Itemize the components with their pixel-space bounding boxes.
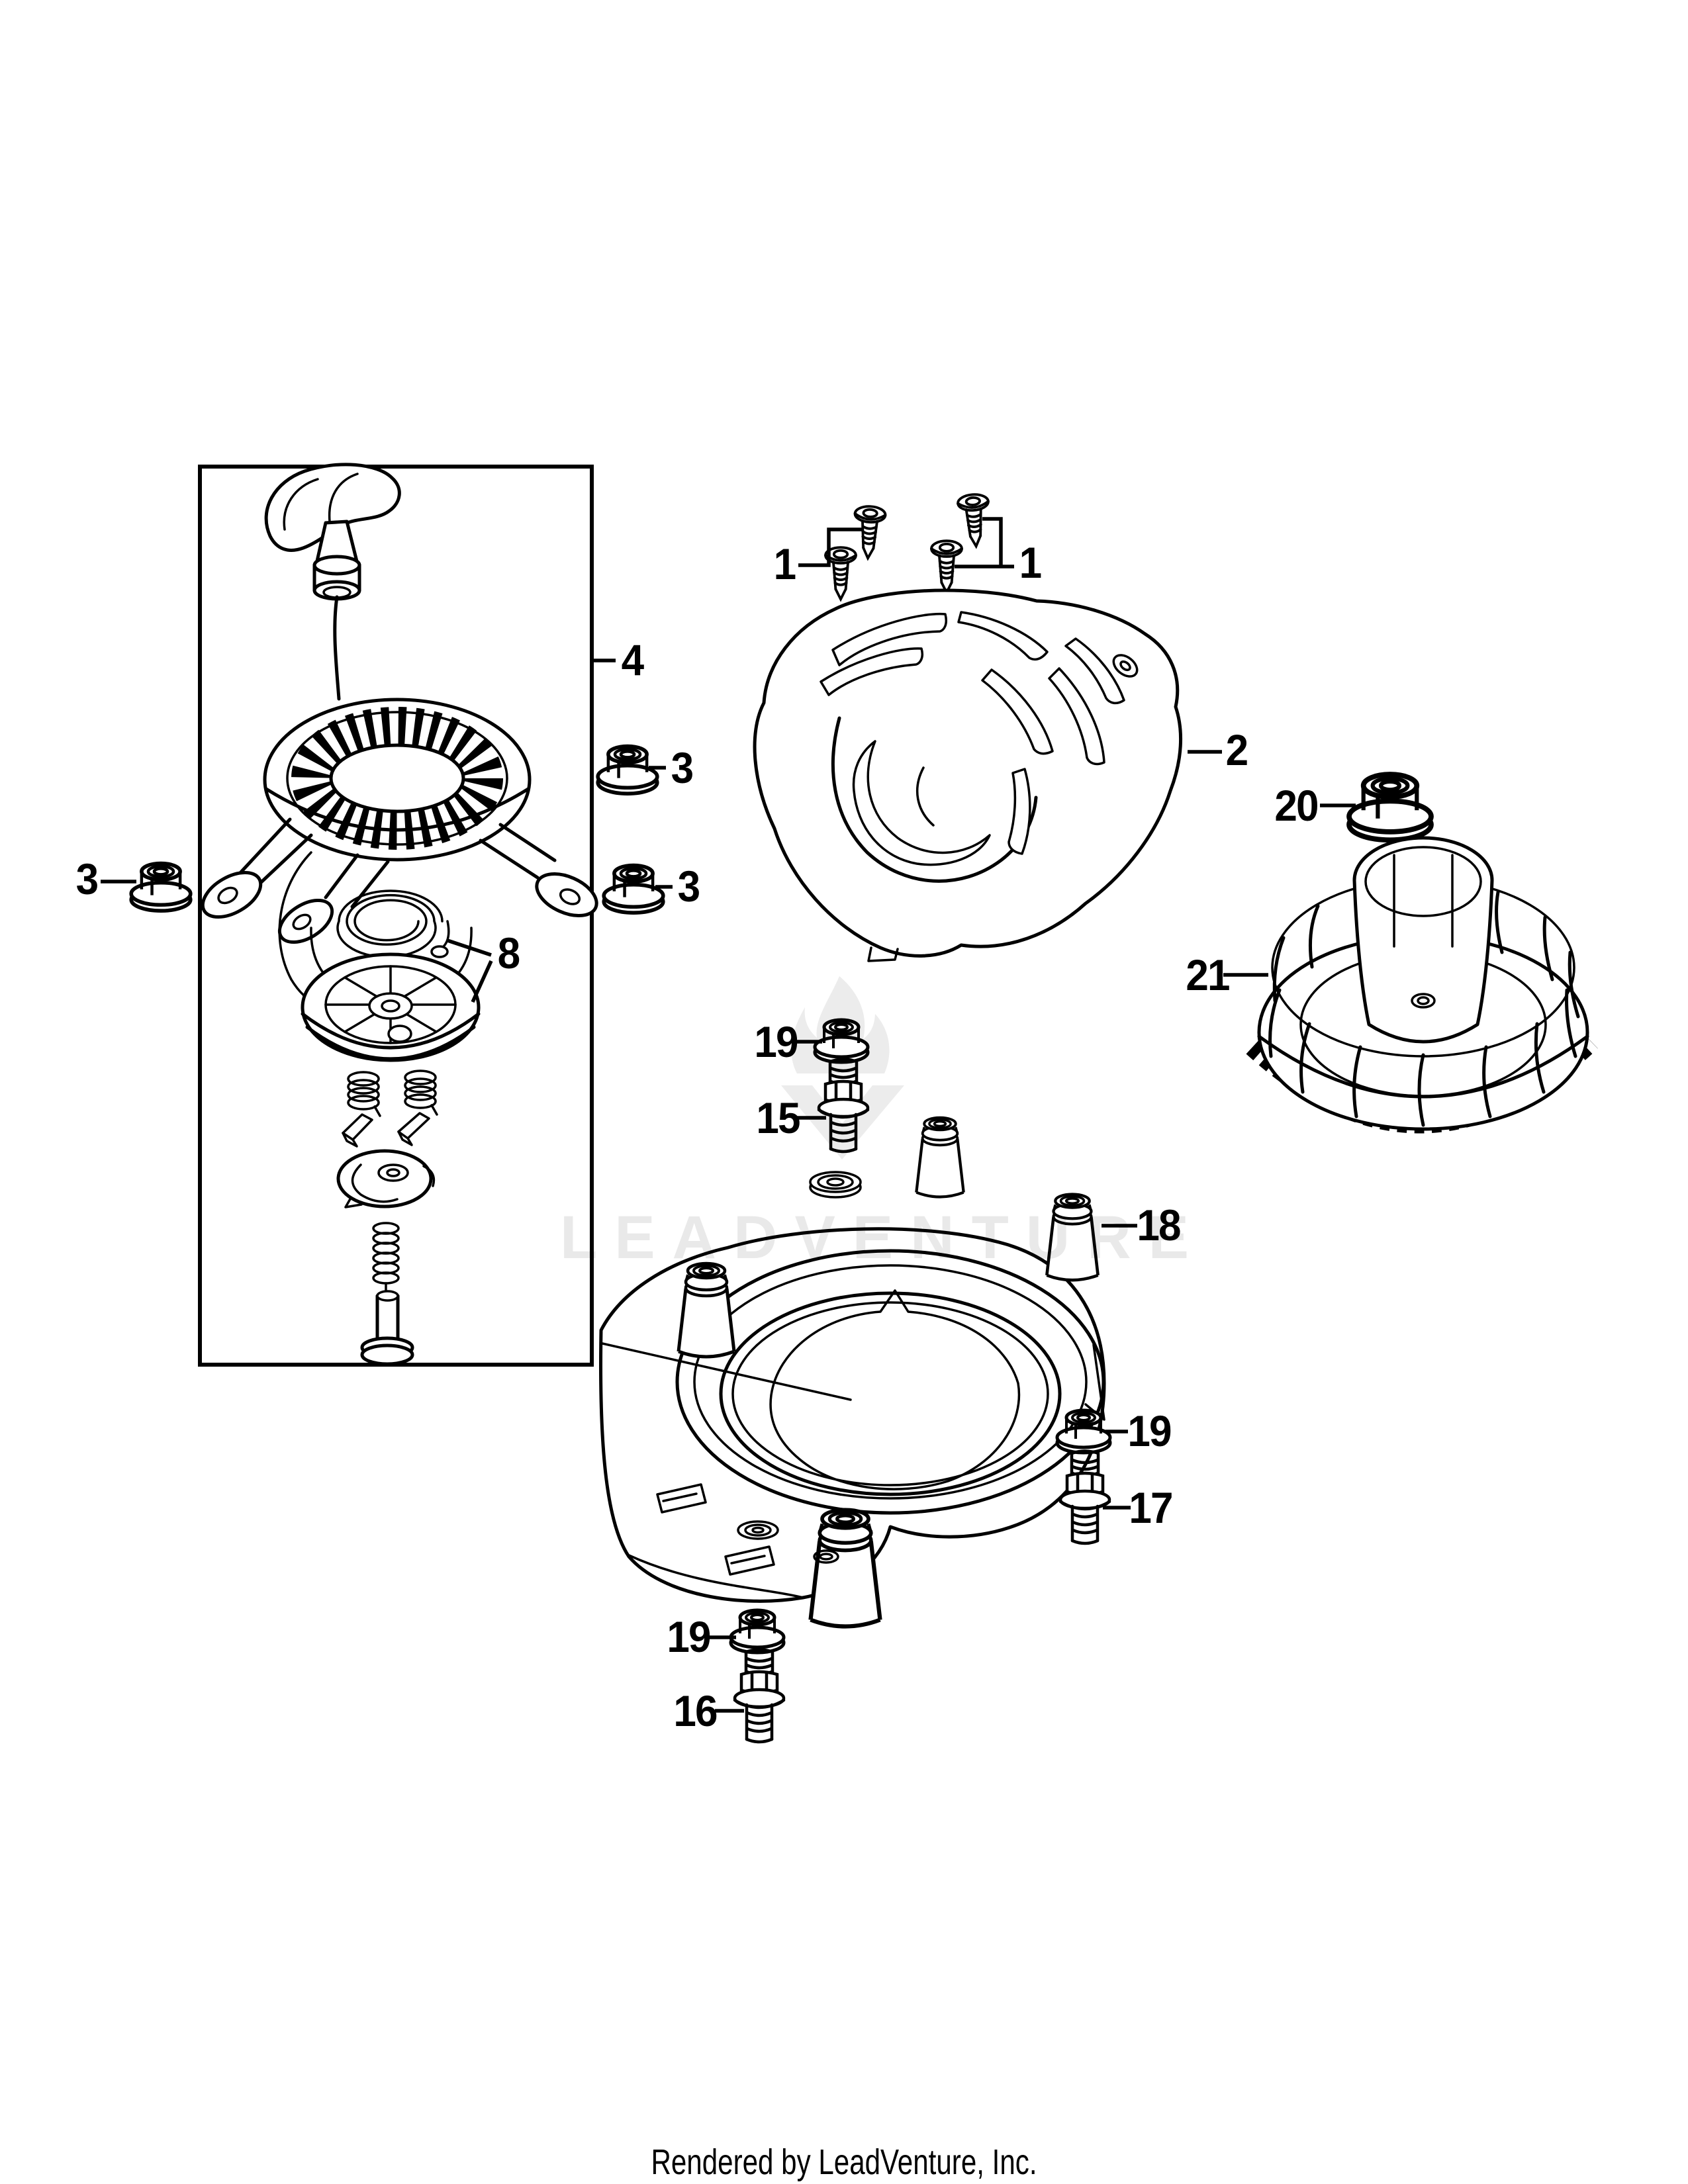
leadventure-watermark: LEADVENTURE bbox=[560, 1204, 1207, 1271]
callout-17: 17 bbox=[1129, 1483, 1173, 1532]
callout-4: 4 bbox=[621, 635, 645, 684]
callout-19-top: 19 bbox=[754, 1017, 798, 1066]
blower-housing-screws bbox=[824, 492, 993, 601]
starter-rope bbox=[333, 595, 341, 701]
callout-21: 21 bbox=[1186, 950, 1230, 999]
flange-nut bbox=[815, 1020, 868, 1062]
heat-shield-small-boss bbox=[737, 1520, 779, 1540]
callout-3-lower: 3 bbox=[677, 862, 701, 911]
callout-1-left: 1 bbox=[773, 539, 797, 588]
starter-pawl-springs bbox=[347, 1069, 438, 1117]
flange-nut bbox=[1057, 1410, 1110, 1453]
callout-18: 18 bbox=[1137, 1201, 1181, 1250]
heat-shield-boss bbox=[811, 1510, 880, 1626]
rendered-by-credit: Rendered by LeadVenture, Inc. bbox=[651, 2142, 1037, 2182]
blower-housing bbox=[753, 588, 1183, 962]
starter-handle bbox=[264, 463, 401, 601]
callout-19-right: 19 bbox=[1127, 1406, 1172, 1455]
starter-pulley bbox=[301, 952, 481, 1062]
blower-housing-vents bbox=[820, 611, 1125, 855]
flange-nut bbox=[731, 1610, 784, 1653]
flange-lock-nut bbox=[604, 866, 663, 913]
starter-cam-retainer bbox=[336, 1149, 436, 1208]
heat-shield-boss bbox=[916, 1118, 963, 1197]
recoil-starter-assembly bbox=[198, 463, 598, 1367]
starter-fan-disc bbox=[263, 698, 532, 862]
callout-3-middle: 3 bbox=[671, 743, 694, 792]
heat-shield-opening-cutout bbox=[769, 1289, 1021, 1490]
callout-2: 2 bbox=[1225, 725, 1249, 774]
callout-8: 8 bbox=[497, 929, 521, 978]
starter-mounting-legs bbox=[201, 817, 598, 944]
callout-1-right: 1 bbox=[1019, 538, 1043, 587]
callout-leader-lines bbox=[101, 517, 1356, 1713]
flywheel-hub-cup bbox=[1352, 836, 1494, 1044]
heat-shield-slots bbox=[656, 1483, 839, 1576]
stud-bolt bbox=[735, 1650, 784, 1743]
flywheel-nut bbox=[1349, 774, 1431, 840]
starter-pawls bbox=[342, 1112, 430, 1148]
callout-3-left: 3 bbox=[75, 854, 99, 903]
callout-15: 15 bbox=[756, 1093, 800, 1142]
heat-shield-ring-boss bbox=[809, 1171, 862, 1199]
callout-16: 16 bbox=[673, 1686, 718, 1735]
starter-box-outline bbox=[198, 465, 594, 1367]
flange-lock-nut bbox=[131, 864, 191, 911]
callout-20: 20 bbox=[1274, 781, 1319, 830]
heat-shield-base bbox=[598, 1118, 1106, 1627]
starter-center-spring-and-pin bbox=[360, 1222, 414, 1367]
callout-19-bottom: 19 bbox=[667, 1612, 711, 1661]
flange-lock-nut bbox=[598, 747, 657, 794]
flywheel bbox=[1246, 836, 1598, 1134]
heat-shield-boss bbox=[679, 1263, 734, 1357]
